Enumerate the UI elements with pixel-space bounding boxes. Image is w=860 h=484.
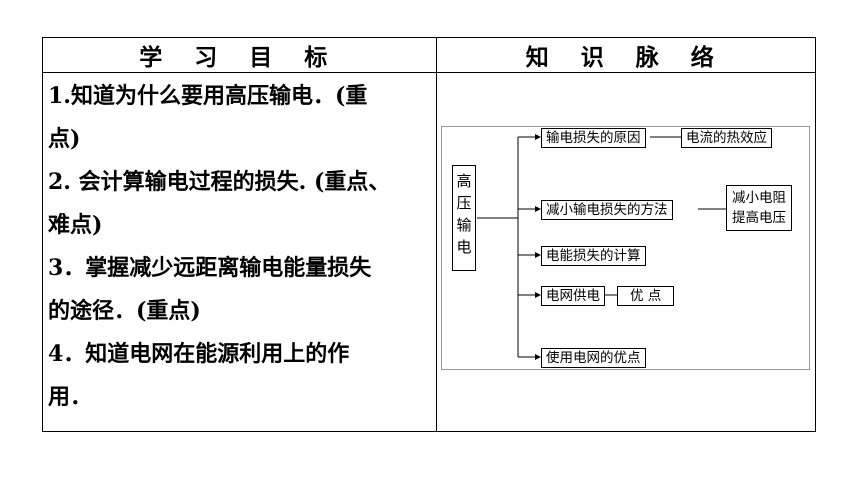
root-node: 高 压 输 电	[452, 165, 476, 271]
goal-line: 3．掌握减少远距离输电能量损失	[48, 255, 372, 281]
root-char: 输	[456, 216, 472, 234]
root-char: 压	[456, 194, 472, 212]
goal-line: 难点)	[48, 212, 103, 238]
leaf-line: 减小电阻	[732, 190, 786, 206]
leaf-node: 电流的热效应	[681, 128, 772, 148]
branch-node: 电网供电	[541, 286, 605, 306]
goal-line: 点)	[48, 126, 81, 152]
diagram-connectors	[477, 134, 726, 360]
root-char: 高	[456, 172, 472, 190]
leaf-node-multi: 减小电阻 提高电压	[726, 185, 792, 231]
knowledge-diagram: 高 压 输 电 输电损失的原因 电流的热效应 减小输电损失的方法 减小电阻 提高…	[441, 126, 810, 370]
leaf-node: 优 点	[617, 286, 675, 306]
root-char: 电	[456, 238, 472, 256]
branch-node: 电能损失的计算	[541, 246, 646, 266]
goals-header: 学 习 目 标	[42, 37, 437, 73]
goal-line: 的途径．(重点)	[48, 298, 201, 324]
goals-cell: 1.知道为什么要用高压输电．(重 点) 2. 会计算输电过程的损失. (重点、 …	[42, 72, 437, 432]
context-header: 知 识 脉 络	[435, 37, 816, 73]
branch-node: 输电损失的原因	[541, 128, 646, 148]
goal-line: 1.知道为什么要用高压输电．(重	[48, 83, 368, 109]
leaf-line: 提高电压	[732, 210, 786, 226]
goals-list: 1.知道为什么要用高压输电．(重 点) 2. 会计算输电过程的损失. (重点、 …	[43, 73, 436, 419]
goal-line: 4．知道电网在能源利用上的作	[48, 341, 350, 367]
goal-line: 用．	[48, 384, 93, 410]
branch-node: 使用电网的优点	[541, 348, 646, 368]
branch-node: 减小输电损失的方法	[541, 200, 673, 220]
goal-line: 2. 会计算输电过程的损失. (重点、	[48, 169, 391, 195]
